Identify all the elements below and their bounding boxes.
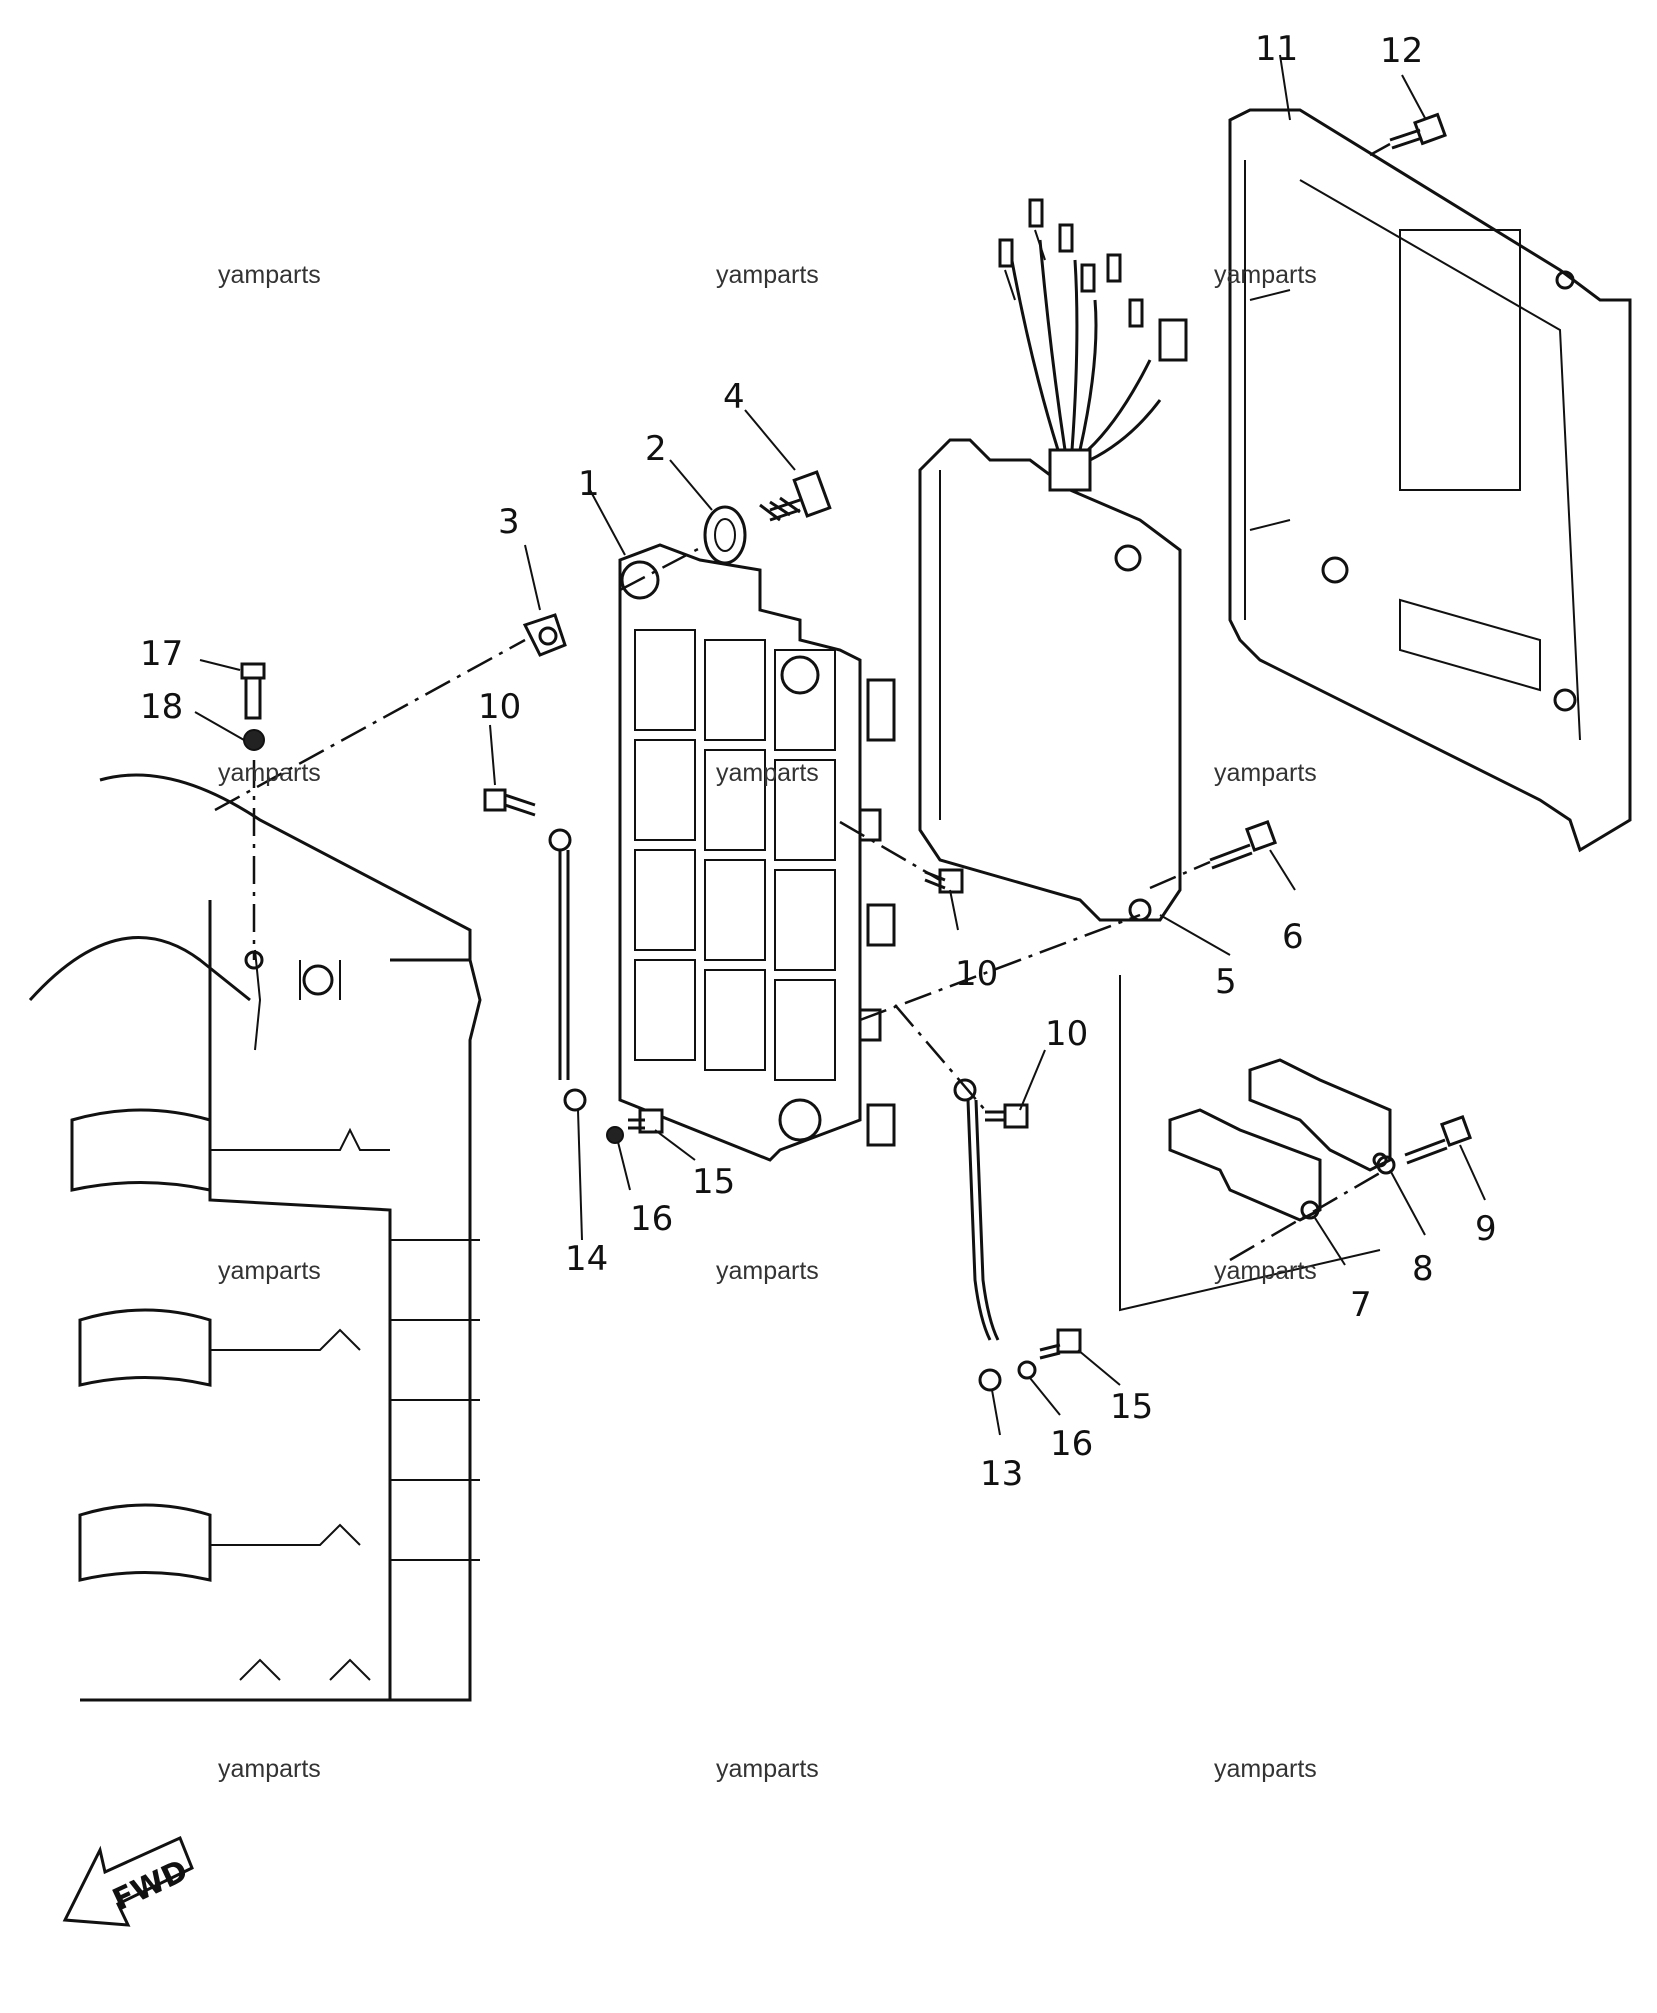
bolt-10-left — [483, 788, 536, 817]
cover-11 — [1228, 108, 1632, 853]
watermark: yamparts — [218, 1755, 321, 1783]
screw-15-washer-16-lower — [1017, 1328, 1082, 1380]
part-number-3: 3 — [498, 502, 520, 542]
bracket-plates-7 — [1168, 1058, 1392, 1222]
collar-3 — [214, 613, 567, 812]
part-number-18: 18 — [140, 687, 183, 727]
part-number-6: 6 — [1282, 917, 1304, 957]
watermark: yamparts — [1214, 759, 1317, 787]
part-number-15-upper: 15 — [692, 1162, 735, 1202]
part-number-13: 13 — [980, 1454, 1023, 1494]
part-number-15-lower: 15 — [1110, 1387, 1153, 1427]
leader-lines — [194, 54, 1486, 1436]
watermark: yamparts — [218, 759, 321, 787]
part-number-10-left: 10 — [478, 687, 521, 727]
washer-8-bolt-9 — [1229, 1114, 1473, 1262]
watermark: yamparts — [1214, 1257, 1317, 1285]
part-number-labels: 1 2 3 4 5 6 7 8 9 10 10 10 11 12 13 14 1… — [140, 29, 1497, 1494]
part-number-9: 9 — [1475, 1209, 1497, 1249]
part-number-2: 2 — [645, 429, 667, 469]
fwd-arrow: FWD — [62, 1835, 194, 1927]
part-number-12: 12 — [1380, 31, 1423, 71]
watermark: yamparts — [218, 261, 321, 289]
part-number-10-middle: 10 — [955, 954, 998, 994]
part-number-17: 17 — [140, 634, 183, 674]
bolt-17-washer-18 — [240, 662, 266, 970]
watermark: yamparts — [716, 261, 819, 289]
part-number-4: 4 — [723, 377, 745, 417]
bolt-6 — [1149, 819, 1278, 890]
engine-block — [28, 773, 482, 1702]
watermark: yamparts — [716, 1257, 819, 1285]
watermarks: yamparts yamparts yamparts yamparts yamp… — [218, 261, 1317, 1783]
damper-2-screw-4 — [619, 470, 832, 592]
mounting-bracket-1 — [618, 543, 896, 1162]
watermark: yamparts — [218, 1257, 321, 1285]
part-number-10-right: 10 — [1045, 1014, 1088, 1054]
watermark: yamparts — [716, 759, 819, 787]
watermark: yamparts — [716, 1755, 819, 1783]
part-number-5: 5 — [1215, 962, 1237, 1002]
part-number-8: 8 — [1412, 1249, 1434, 1289]
frame-outline — [1119, 975, 1381, 1312]
part-number-11: 11 — [1255, 29, 1298, 69]
cdi-unit-5 — [918, 198, 1188, 922]
ground-lead-13 — [859, 913, 1141, 1392]
watermark: yamparts — [1214, 261, 1317, 289]
part-number-1: 1 — [578, 464, 600, 504]
part-number-16-lower: 16 — [1050, 1424, 1093, 1464]
ground-lead-14 — [548, 828, 664, 1144]
part-number-7: 7 — [1350, 1285, 1372, 1325]
part-number-16-upper: 16 — [630, 1199, 673, 1239]
part-number-14: 14 — [565, 1239, 608, 1279]
screw-12 — [1369, 112, 1447, 157]
watermark: yamparts — [1214, 1755, 1317, 1783]
